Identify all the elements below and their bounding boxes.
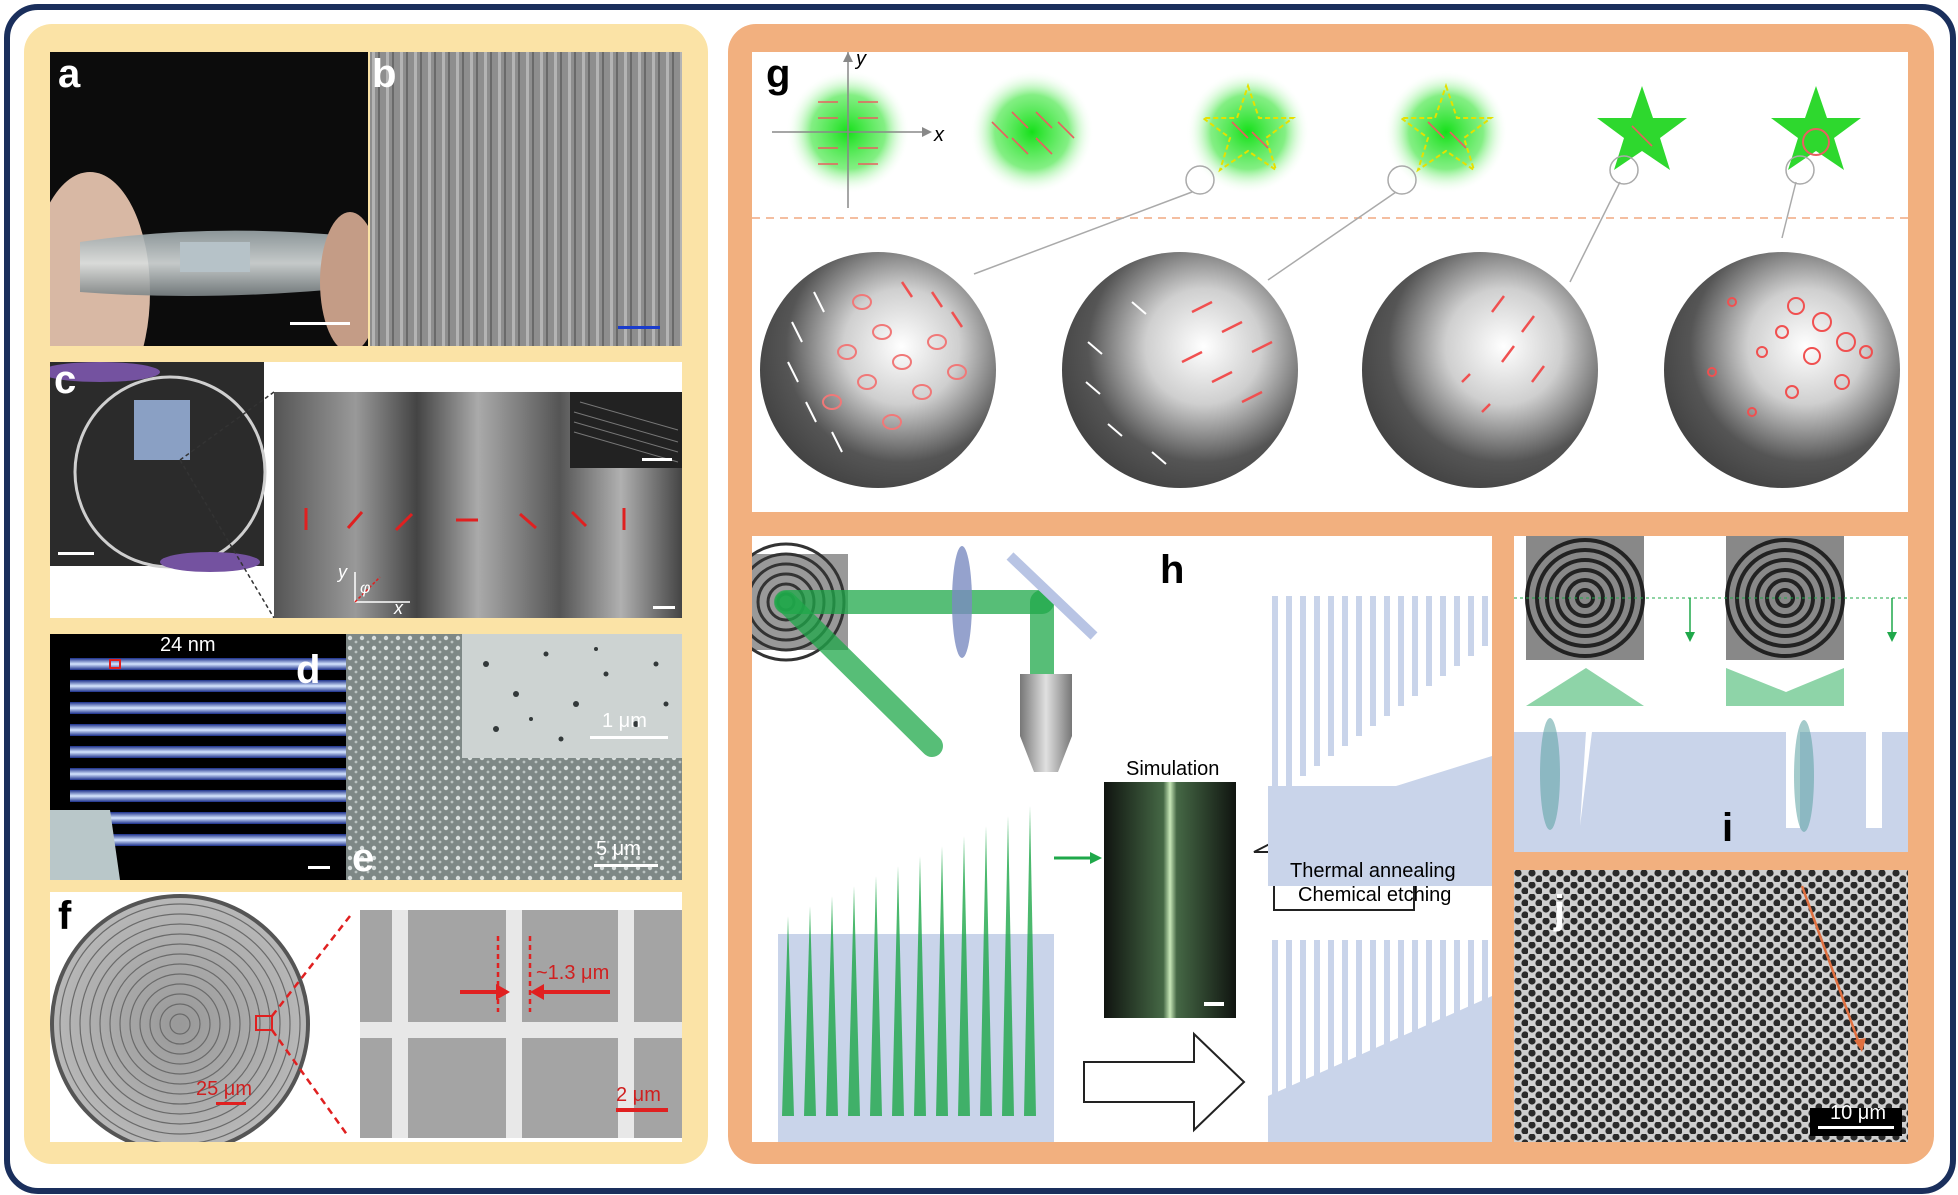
panel-a-label: a	[58, 52, 81, 96]
panel-g-diagram	[752, 52, 1908, 488]
panel-e-scale-inset: 1 μm	[602, 710, 647, 732]
panel-d: 24 nm d	[50, 634, 346, 880]
panel-i-diagram	[1514, 536, 1908, 852]
panel-g: g y x	[752, 52, 1908, 512]
panel-b: b	[370, 52, 682, 346]
panel-c: c y x φ	[50, 362, 682, 618]
panel-f: f 25 μm ~1.3 μm 2 μm	[50, 892, 682, 1142]
panel-f-image	[50, 894, 682, 1142]
panel-h-process-line2: Chemical etching	[1298, 884, 1452, 906]
panel-c-axis-x: x	[394, 598, 403, 618]
panel-b-label: b	[372, 52, 397, 96]
panel-j-scale: 10 μm	[1830, 1102, 1886, 1124]
panel-i: i	[1514, 536, 1908, 852]
panel-d-image	[50, 658, 346, 880]
panel-h-label: h	[1160, 548, 1185, 592]
panel-j-sem	[1514, 870, 1908, 1142]
panel-j: j 10 μm	[1514, 870, 1908, 1142]
panel-g-label: g	[766, 52, 791, 96]
panel-c-label: c	[54, 362, 77, 402]
panel-j-label: j	[1554, 888, 1566, 932]
panel-b-sem	[370, 52, 682, 346]
panel-e-scale-main: 5 μm	[596, 838, 641, 860]
panel-h-process-line1: Thermal annealing	[1290, 860, 1456, 882]
panel-f-scale-left: 25 μm	[196, 1078, 252, 1100]
panel-c-axis-y: y	[338, 562, 347, 582]
panel-e-sem	[346, 634, 682, 880]
panel-a-photo	[50, 172, 368, 346]
panel-h: h Simulation Thermal annealing Chemical …	[752, 536, 1492, 1142]
panel-g-axis-x: x	[934, 124, 944, 146]
panel-f-label: f	[58, 894, 72, 938]
panel-h-simulation: Simulation	[1126, 758, 1220, 780]
panel-e: 1 μm 5 μm e	[346, 634, 682, 880]
panel-f-scale-right: 2 μm	[616, 1084, 661, 1106]
panel-e-label: e	[352, 836, 375, 880]
panel-f-gap: ~1.3 μm	[536, 962, 610, 984]
panel-a: a	[50, 52, 368, 346]
panel-c-image	[50, 362, 682, 618]
panel-i-label: i	[1722, 806, 1734, 850]
panel-c-angle: φ	[360, 580, 371, 597]
panel-d-label: d	[296, 648, 321, 692]
panel-h-diagram	[752, 542, 1492, 1142]
panel-g-axis-y: y	[856, 52, 866, 70]
panel-d-scale: 24 nm	[160, 634, 216, 656]
